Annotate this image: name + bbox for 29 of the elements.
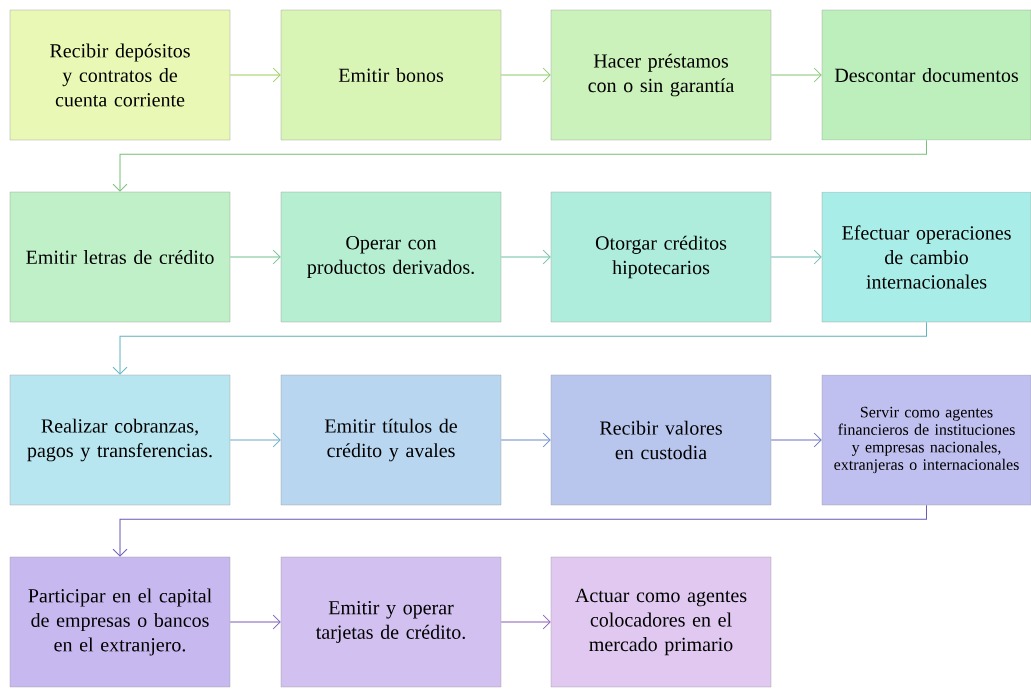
process-box: Otorgar créditos hipotecarios [550, 191, 772, 323]
arrow [500, 249, 551, 265]
arrow [770, 67, 822, 83]
arrow [112, 321, 927, 375]
process-box: Recibir valores en custodia [550, 374, 772, 506]
arrow [112, 504, 927, 557]
process-box: Emitir títulos de crédito y avales [280, 374, 502, 506]
process-box: Recibir depósitos y contratos de cuenta corriente [9, 9, 231, 141]
process-box: Servir como agentes financieros de instituciones y empresas nacionales, extranjeras o internacionales [821, 374, 1031, 506]
arrow [229, 249, 281, 265]
arrow [112, 139, 927, 192]
process-box: Hacer préstamos con o sin garantía [550, 9, 772, 141]
process-box: Actuar como agentes colocadores en el mercado primario [550, 556, 772, 688]
arrow [500, 67, 551, 83]
process-box: Realizar cobranzas, pagos y transferencias. [9, 374, 231, 506]
arrow [500, 432, 551, 448]
arrow [229, 432, 281, 448]
arrow [770, 432, 822, 448]
arrow [229, 67, 281, 83]
process-box: Participar en el capital de empresas o bancos en el extranjero. [9, 556, 231, 688]
arrow [770, 249, 822, 265]
arrow [229, 614, 281, 630]
process-box: Descontar documentos [821, 9, 1031, 141]
process-box: Efectuar operaciones de cambio internacionales [821, 191, 1031, 323]
process-box: Emitir letras de crédito [9, 191, 231, 323]
arrow [500, 614, 551, 630]
process-box: Operar con productos derivados. [280, 191, 502, 323]
process-box: Emitir y operar tarjetas de crédito. [280, 556, 502, 688]
process-box: Emitir bonos [280, 9, 502, 141]
